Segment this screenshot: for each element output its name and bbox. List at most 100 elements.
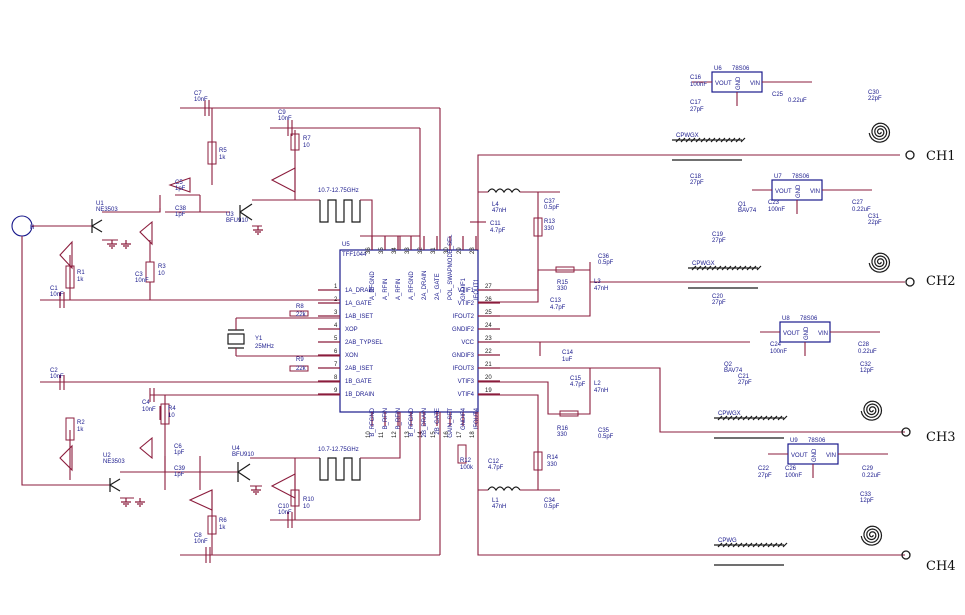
pin-11-name: B_RFIN — [383, 408, 389, 429]
c8-ref: C8 — [194, 533, 202, 539]
pin-19-number: 19 — [485, 388, 492, 394]
c33-val: 12pF — [860, 498, 874, 504]
pin-25-name: IFOUT2 — [453, 314, 475, 320]
pin-9-name: 1B_DRAIN — [345, 392, 374, 398]
cpwg-hatch — [730, 137, 736, 143]
y1-ref: Y1 — [255, 336, 263, 342]
u2-ref: U2 — [103, 453, 111, 459]
pin-20-number: 20 — [485, 375, 492, 381]
c16-ref: C16 — [690, 75, 702, 81]
cpwg-label-3: CPWGX — [718, 411, 741, 417]
pin-14-number: 14 — [418, 431, 424, 438]
pin-1-number: 1 — [334, 284, 338, 290]
c1-ref: C1 — [50, 286, 58, 292]
c26-val: 100nF — [785, 473, 802, 479]
u7-ref: U7 — [774, 174, 782, 180]
if-network-1: L4 47nH C11 4.7pF R13 330 C37 0.5pF — [470, 154, 900, 291]
c31-val: 22pF — [868, 220, 882, 226]
cpwg-hatch — [675, 137, 681, 143]
ic-u5-left-pins: 11A_DRAIN21A_GATE31AB_ISET4XOP52AB_TYPSE… — [318, 284, 383, 398]
c26-ref: C26 — [785, 466, 797, 472]
l2-ref: L2 — [594, 381, 601, 387]
cpwg-hatch — [717, 415, 723, 421]
power-side-labels: C16 100nF C17 27pF C25 0.22uF C30 22pF C… — [690, 75, 882, 504]
cpwg-hatch — [706, 265, 712, 271]
pin-34-number: 34 — [392, 247, 398, 254]
r12-ref: R12 — [460, 458, 472, 464]
cpwg-hatch — [747, 415, 753, 421]
c27-ref: C27 — [852, 200, 864, 206]
c36-val: 0.5pF — [598, 260, 614, 266]
r13-ref: R13 — [544, 219, 556, 225]
pin-17-number: 17 — [457, 431, 463, 438]
r3-val: 10 — [158, 271, 165, 277]
pin-4-number: 4 — [334, 323, 338, 329]
pin-26-number: 26 — [485, 297, 492, 303]
pin-5-number: 5 — [334, 336, 338, 342]
output-ch2: CH2 — [905, 274, 956, 289]
spiral-inductor-3 — [860, 400, 883, 421]
u7-wiring — [752, 189, 872, 214]
ic-u5-ref: U5 — [342, 242, 350, 248]
pin-15-number: 15 — [431, 431, 437, 438]
c38-ref: C38 — [175, 206, 187, 212]
u9-pin-vout: VOUT — [791, 453, 808, 459]
cpwg-hatch — [762, 415, 768, 421]
c9-val: 10nF — [278, 116, 292, 122]
cpwg-hatch — [727, 415, 733, 421]
c14-ref: C14 — [562, 350, 574, 356]
cpwg-hatch — [715, 137, 721, 143]
c32-ref: C32 — [860, 362, 872, 368]
c13-ref: C13 — [550, 298, 562, 304]
ch2-label: CH2 — [926, 274, 956, 289]
cpwg-hatch — [752, 415, 758, 421]
u9-part: 78S06 — [808, 438, 826, 444]
pin-18-name: IFOUT4 — [474, 407, 480, 429]
ic-u5-body — [339, 249, 479, 413]
pin-23-number: 23 — [485, 336, 492, 342]
cpwg-hatch — [721, 265, 727, 271]
c32-val: 12pF — [860, 368, 874, 374]
c30-val: 22pF — [868, 96, 882, 102]
pin-18-number: 18 — [470, 431, 476, 438]
c23-ref: C23 — [768, 200, 780, 206]
output-ch1: CH1 — [905, 149, 956, 164]
c9-ref: C9 — [278, 110, 286, 116]
pin-30-name: POL_SWAPMODE_SEL — [448, 234, 454, 300]
q1-part: BAV74 — [738, 208, 757, 214]
cpwg-label-2: CPWGX — [692, 261, 715, 267]
r12-val: 100k — [460, 465, 474, 471]
pin-27-name: VTIF1 — [458, 288, 475, 294]
cpwg-line-1 — [672, 139, 742, 161]
cpwg-hatch — [746, 265, 752, 271]
c12-val: 4.7pF — [488, 465, 504, 471]
c38-val: 1pF — [175, 212, 186, 218]
cpwg-hatch — [747, 542, 753, 548]
c14-val: 1uF — [562, 357, 573, 363]
ch3-label: CH3 — [926, 430, 956, 445]
u2-part: NE3503 — [103, 459, 125, 465]
spiral-inductor-1 — [868, 122, 891, 143]
c2-ref: C2 — [50, 368, 58, 374]
cpwg-hatch — [735, 137, 741, 143]
c22-ref: C22 — [758, 466, 770, 472]
r8-val: 22k — [296, 312, 307, 318]
r14-ref: R14 — [547, 455, 559, 461]
cpwg-hatch — [772, 415, 778, 421]
r10-ref: R10 — [303, 497, 315, 503]
c19-val: 27pF — [712, 238, 726, 244]
cpwg-hatch — [695, 137, 701, 143]
cpwg-hatch — [710, 137, 716, 143]
pin-13-number: 13 — [405, 431, 411, 438]
c2-val: 10nF — [50, 374, 64, 380]
c27-val: 0.22uF — [852, 207, 871, 213]
c23-val: 100nF — [768, 207, 785, 213]
c11-val: 4.7pF — [490, 228, 506, 234]
l3-ref: L3 — [594, 279, 601, 285]
r14-val: 330 — [547, 462, 558, 468]
u4-ref: U4 — [232, 446, 240, 452]
c24-val: 100nF — [770, 349, 787, 355]
cpwg-hatch — [705, 137, 711, 143]
if-network-4: L1 47nH R14 330 C12 4.7pF C34 0.5pF R12 … — [457, 394, 905, 556]
